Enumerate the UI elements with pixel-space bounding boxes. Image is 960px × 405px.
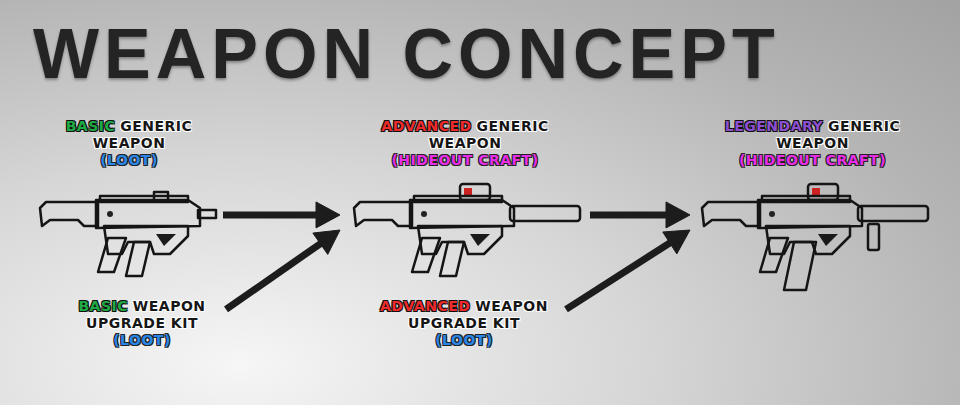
source-label: (LOOT)	[49, 152, 209, 169]
page-title: WEAPON CONCEPT	[33, 14, 780, 94]
flow-arrow	[226, 230, 340, 309]
weapon-card: BASICGENERIC WEAPON(LOOT)	[35, 118, 223, 293]
flow-arrow	[590, 202, 690, 228]
tier-label: LEGENDARY	[725, 118, 823, 134]
upgrade-kit-card: BASICWEAPON UPGRADE KIT(LOOT)	[58, 298, 226, 355]
tier-label: ADVANCED	[380, 298, 470, 314]
text-group: ADVANCEDWEAPON UPGRADE KIT(LOOT)	[366, 298, 562, 349]
arrow-shaft	[226, 240, 325, 309]
weapon-card: LEGENDARYGENERIC WEAPON(HIDEOUT CRAFT)	[690, 118, 935, 293]
advanced-weapon-illustration	[354, 184, 580, 276]
flow-arrow	[566, 230, 690, 309]
arrow-head	[313, 230, 340, 254]
arrow-head	[666, 202, 690, 228]
source-label: (LOOT)	[62, 332, 222, 349]
source-label: (HIDEOUT CRAFT)	[715, 152, 911, 169]
text-group: BASICGENERIC WEAPON(LOOT)	[49, 118, 209, 169]
arrow-shaft	[590, 211, 672, 218]
arrow-shaft	[223, 211, 322, 218]
basic-weapon-illustration	[40, 192, 216, 276]
source-label: (LOOT)	[366, 332, 562, 349]
tier-label: BASIC	[66, 118, 116, 134]
arrow-head	[316, 202, 340, 228]
text-group: LEGENDARYGENERIC WEAPON(HIDEOUT CRAFT)	[715, 118, 911, 169]
arrow-shaft	[566, 240, 675, 310]
tier-label: BASIC	[78, 298, 128, 314]
tier-label: ADVANCED	[381, 118, 471, 134]
text-group: ADVANCEDGENERIC WEAPON(HIDEOUT CRAFT)	[367, 118, 563, 169]
weapon-card: ADVANCEDGENERIC WEAPON(HIDEOUT CRAFT)	[340, 118, 590, 293]
arrow-head	[663, 230, 690, 254]
legendary-weapon-illustration	[702, 184, 928, 290]
upgrade-kit-card: ADVANCEDWEAPON UPGRADE KIT(LOOT)	[362, 298, 566, 355]
source-label: (HIDEOUT CRAFT)	[367, 152, 563, 169]
flow-arrow	[223, 202, 340, 228]
text-group: BASICWEAPON UPGRADE KIT(LOOT)	[62, 298, 222, 349]
